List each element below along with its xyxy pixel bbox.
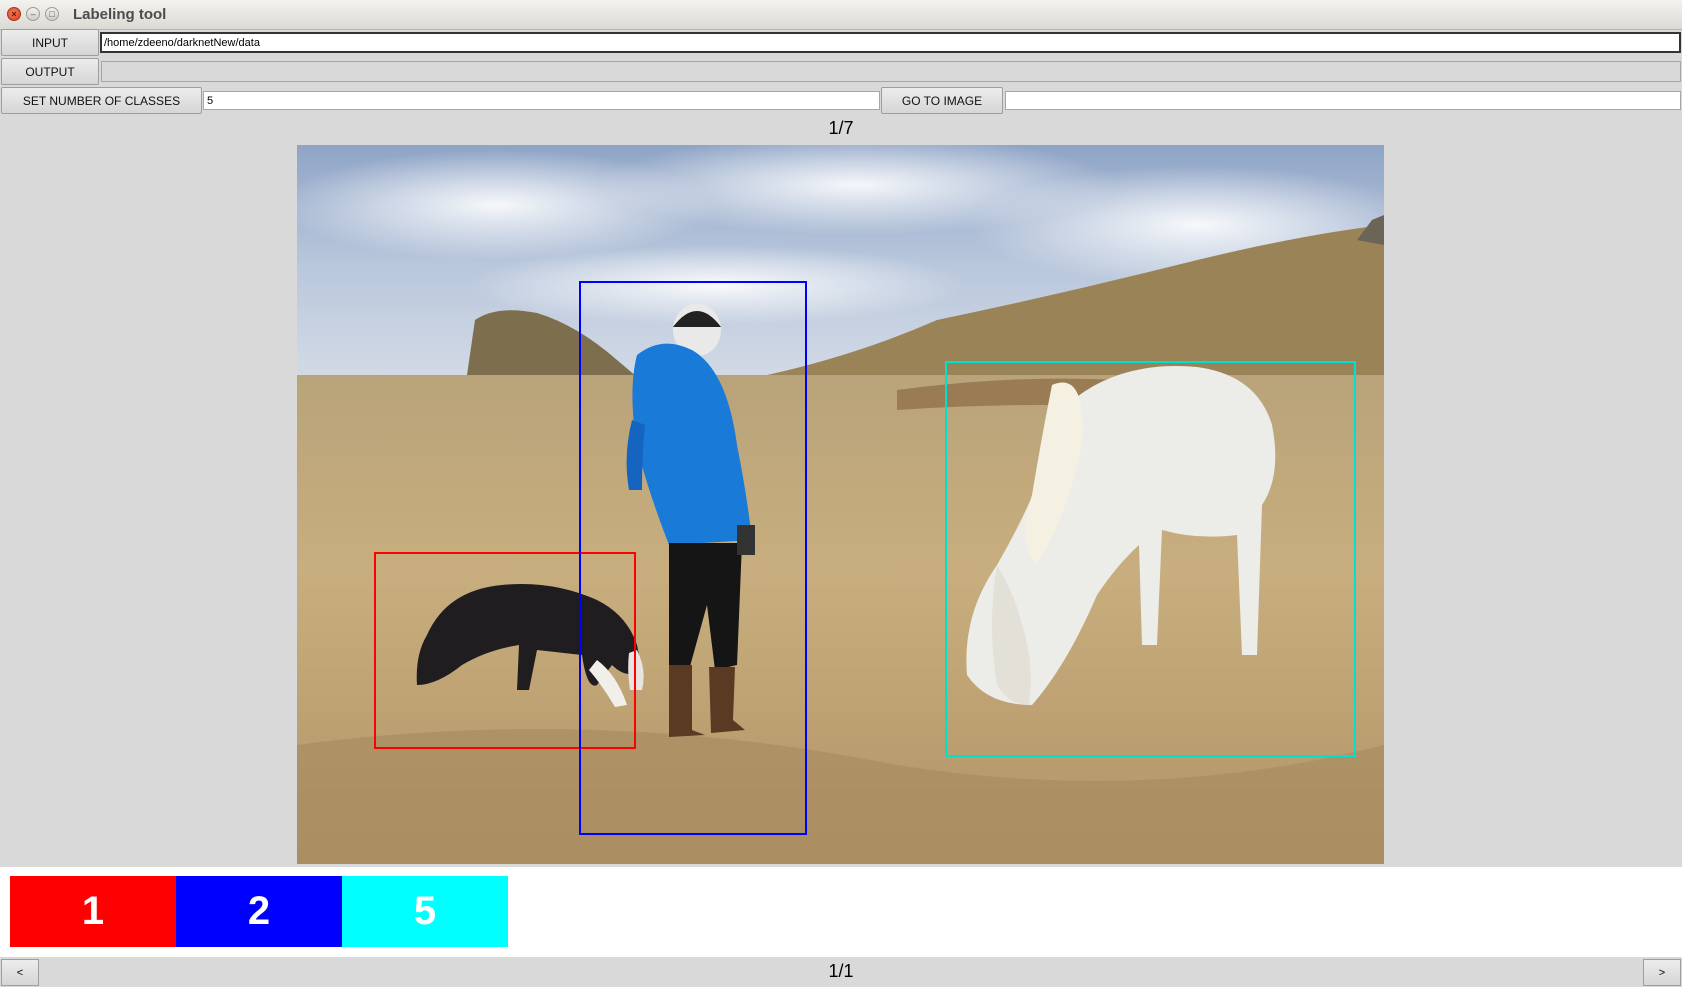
previous-page-button[interactable]: < — [1, 959, 39, 986]
bounding-box-class-2[interactable] — [579, 281, 807, 835]
cloud — [467, 245, 967, 325]
output-button[interactable]: OUTPUT — [1, 58, 99, 85]
go-to-image-field[interactable] — [1005, 91, 1681, 110]
minimize-window-button[interactable]: – — [26, 7, 40, 21]
class-swatch-1[interactable]: 1 — [10, 876, 176, 947]
image-counter: 1/7 — [828, 118, 854, 138]
bounding-box-class-1[interactable] — [374, 552, 636, 749]
next-page-button[interactable]: > — [1643, 959, 1681, 986]
set-number-of-classes-button[interactable]: SET NUMBER OF CLASSES — [1, 87, 202, 114]
horse — [966, 366, 1276, 705]
labeled-photo — [297, 145, 1384, 864]
input-button[interactable]: INPUT — [1, 29, 99, 56]
class-swatch-2[interactable]: 2 — [176, 876, 342, 947]
title-bar: × – □ Labeling tool — [0, 0, 1682, 30]
window-title: Labeling tool — [73, 6, 167, 23]
rock-outcrop — [467, 310, 637, 377]
image-canvas[interactable] — [297, 145, 1384, 864]
bounding-box-class-5[interactable] — [945, 361, 1356, 757]
class-legend-bar: 1 2 5 — [0, 867, 1682, 957]
dog — [416, 584, 644, 707]
maximize-window-button[interactable]: □ — [45, 7, 59, 21]
page-counter: 1/1 — [828, 961, 854, 981]
class-swatch-5[interactable]: 5 — [342, 876, 508, 947]
number-of-classes-field[interactable] — [203, 91, 880, 110]
hillside — [767, 225, 1384, 390]
close-window-button[interactable]: × — [7, 7, 21, 21]
output-path-field[interactable] — [101, 61, 1681, 82]
go-to-image-button[interactable]: GO TO IMAGE — [881, 87, 1003, 114]
input-path-field[interactable] — [100, 32, 1681, 53]
person — [626, 304, 755, 737]
